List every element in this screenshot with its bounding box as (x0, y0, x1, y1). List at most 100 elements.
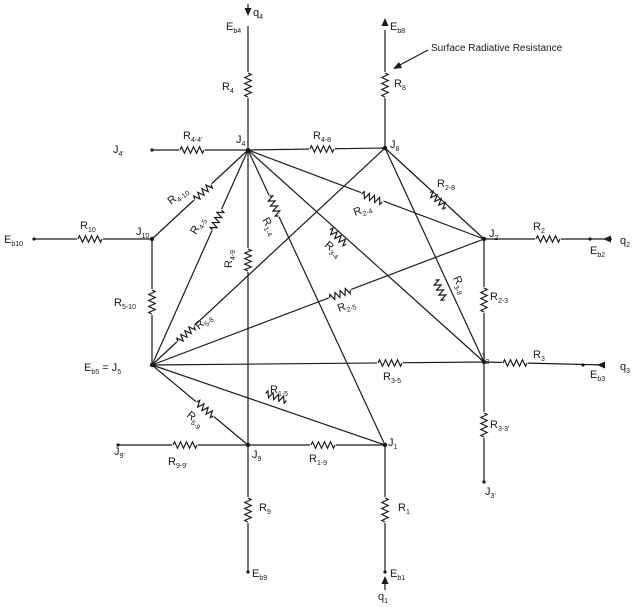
resistor-r2-5 (328, 287, 352, 301)
terminal-eb10 (32, 237, 36, 241)
label-r1-5-main: R (270, 384, 278, 396)
resistor-r5-10 (147, 289, 157, 315)
label-q2-main: q (620, 235, 626, 247)
resistor-r4 (243, 72, 253, 98)
label-eb10: Eb10 (4, 234, 23, 248)
label-r4-subscript: 4 (230, 88, 234, 95)
label-r10: R10 (80, 220, 96, 234)
terminal-j4p (150, 148, 154, 152)
label-r2-8-main: R (437, 178, 445, 190)
resistor-r1 (380, 497, 390, 523)
label-r1-subscript: 1 (406, 509, 410, 516)
resistor-r4-5 (208, 208, 226, 232)
resistor-zigzag (432, 279, 448, 301)
label-eb4-subscript: b4 (233, 28, 241, 35)
label-r3: R3 (533, 349, 545, 363)
resistor-zigzag (265, 389, 287, 405)
node-j9 (245, 442, 251, 448)
label-q2: q2 (620, 235, 630, 249)
label-r3-8: R3-8 (448, 274, 468, 296)
label-q2-subscript: 2 (626, 242, 630, 249)
label-r4-5-subscript: 4-5 (198, 218, 209, 230)
label-r9-9p-main: R (168, 456, 176, 468)
wire-j8-j3 (384, 147, 485, 363)
label-j4: J4 (236, 134, 246, 148)
resistor-zigzag (208, 209, 226, 231)
label-r2-3: R2-3 (490, 291, 508, 305)
resistor-zigzag (175, 325, 197, 343)
surface-note-text: Surface Radiative Resistance (431, 43, 563, 54)
label-j4p: J4' (113, 144, 124, 158)
label-r9: R9 (259, 502, 271, 516)
resistor-r9 (243, 497, 253, 523)
label-j10: J10 (136, 226, 149, 240)
resistor-r4-9 (243, 248, 253, 272)
wire-j4-j3 (247, 149, 485, 363)
node-j5 (149, 362, 155, 368)
resistor-r2-4 (360, 190, 384, 206)
surface-note-group: Surface Radiative Resistance (393, 43, 563, 69)
resistor-zigzag (329, 227, 347, 247)
label-q1-main: q (378, 591, 384, 603)
heat-flow-arrows (244, 4, 611, 590)
label-r3-3p-main: R (490, 419, 498, 431)
label-eb10-subscript: b10 (11, 241, 23, 248)
terminal-eb3 (581, 363, 585, 367)
label-j2: J2 (489, 228, 499, 242)
label-j8-main: J (390, 139, 396, 151)
label-r4-5: R4-5 (188, 215, 209, 238)
terminal-j3p (482, 480, 486, 484)
label-eb1-main: E (390, 568, 397, 580)
label-r1-4-subscript: 1-4 (262, 226, 273, 238)
label-eb4: Eb4 (226, 21, 241, 35)
label-r1-5: R1-5 (270, 384, 288, 398)
terminal-j9p (116, 443, 120, 447)
label-r4: R4 (222, 81, 234, 95)
resistor-r3-3p (479, 412, 489, 438)
label-j10-main: J (136, 226, 142, 238)
terminal-eb2 (588, 237, 592, 241)
resistor-zigzag (361, 190, 383, 206)
label-j9-main: J (252, 449, 258, 461)
resistors (77, 72, 561, 523)
node-j8 (382, 145, 388, 151)
label-r3-4-subscript: 3-4 (327, 250, 339, 262)
eb8-arrow-icon (381, 18, 389, 26)
label-eb9: Eb9 (252, 568, 267, 582)
label-r2-3-subscript: 2-3 (498, 298, 508, 305)
resistor-zigzag (172, 440, 198, 450)
label-r1-9: R1-9 (309, 453, 327, 467)
label-eb3: Eb3 (590, 369, 605, 383)
terminal-eb1 (383, 570, 387, 574)
surface-note-leader (397, 49, 429, 67)
label-r2-3-main: R (490, 291, 498, 303)
label-eb9-subscript: b9 (259, 575, 267, 582)
label-r3-3p: R3-3' (490, 419, 509, 433)
label-j10-subscript: 10 (142, 233, 150, 240)
label-r3-3p-subscript: 3-3' (498, 426, 509, 433)
wire-j3-j5 (151, 361, 485, 366)
resistor-r8 (380, 72, 390, 98)
resistor-zigzag (535, 234, 561, 244)
node-j2 (481, 236, 487, 242)
resistor-zigzag (243, 497, 253, 523)
label-r3-4: R3-4 (321, 239, 344, 261)
label-r3-5: R3-5 (383, 371, 401, 385)
resistor-zigzag (243, 72, 253, 98)
resistor-zigzag (377, 358, 403, 368)
node-j4 (245, 147, 251, 153)
label-r4-9-main: R (223, 260, 235, 268)
label-r4-9: R4-9 (223, 250, 237, 268)
label-r2: R2 (533, 221, 545, 235)
label-r1-5-subscript: 1-5 (278, 391, 288, 398)
label-eb5-j5-suffix-subscript: 5 (117, 369, 121, 376)
label-eb4-main: E (226, 21, 233, 33)
label-eb8-subscript: b8 (397, 28, 405, 35)
label-r2-4: R2-4 (352, 201, 374, 220)
label-r4-8: R4-8 (313, 130, 331, 144)
label-r2-5-main: R (336, 301, 348, 315)
resistor-r3-5 (377, 358, 403, 368)
label-r8-main: R (394, 78, 402, 90)
resistor-r4-10 (192, 182, 214, 202)
label-r9-9p-subscript: 9-9' (176, 463, 187, 470)
